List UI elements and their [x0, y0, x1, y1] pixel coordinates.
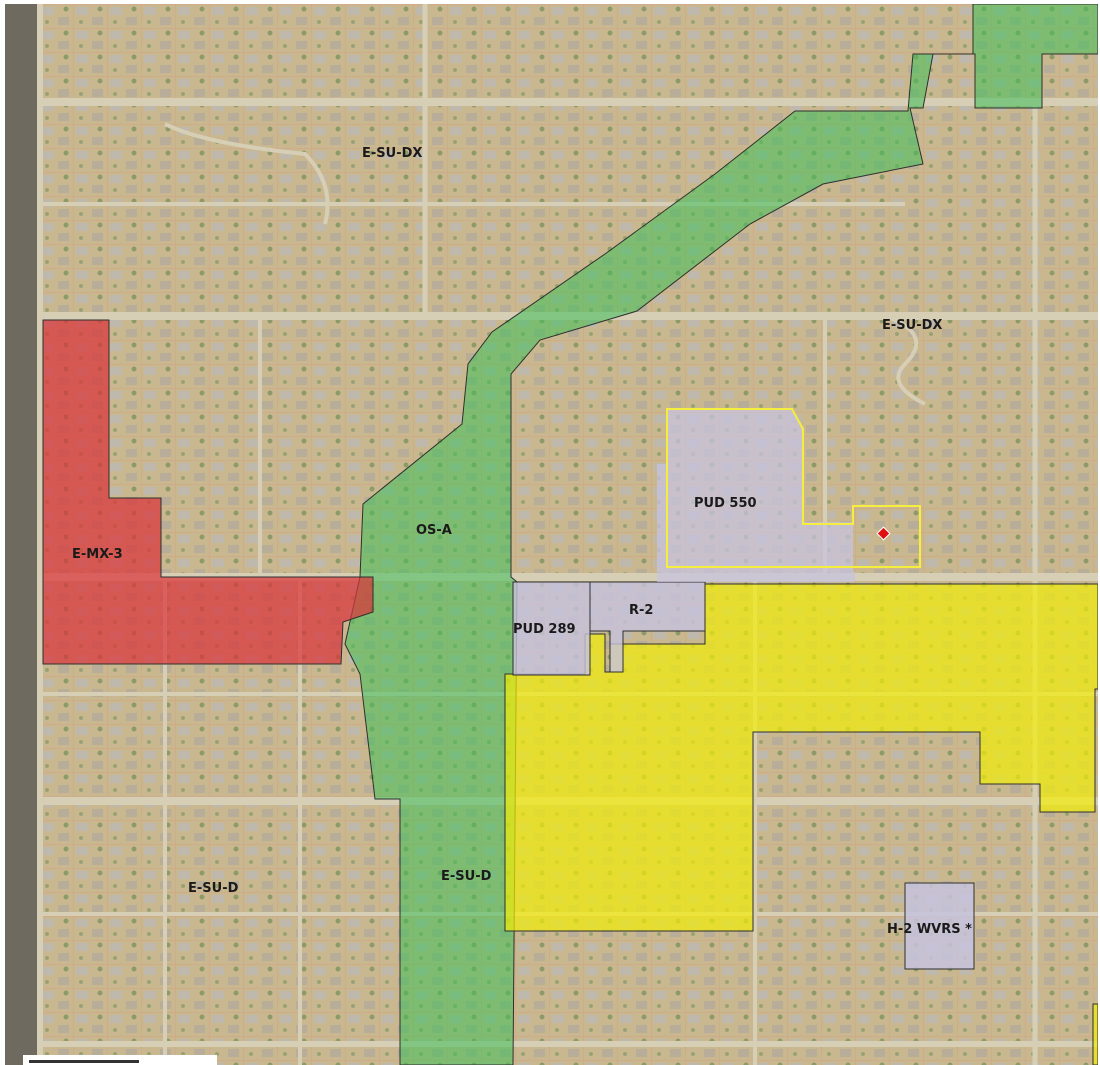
location-marker[interactable]: [876, 526, 891, 541]
zone-pud-289[interactable]: [512, 581, 591, 676]
zone-r-2[interactable]: [589, 581, 706, 673]
scale-bar: [23, 1055, 217, 1065]
zone-pud-550-boundary[interactable]: [666, 408, 921, 568]
zone-pud-550-fill: [657, 409, 855, 582]
label-pud-289: PUD 289: [513, 622, 576, 637]
label-e-su-d-west: E-SU-D: [188, 881, 239, 896]
label-e-mx-3: E-MX-3: [72, 547, 123, 562]
label-e-su-d-center: E-SU-D: [441, 869, 492, 884]
zone-h-2-wvrs[interactable]: [904, 882, 975, 970]
zoning-districts: [42, 4, 1098, 1065]
zone-e-su-d-yellow[interactable]: [504, 583, 1098, 932]
zoning-map[interactable]: E-SU-DX E-SU-DX E-MX-3 OS-A PUD 550 PUD …: [5, 4, 1098, 1065]
zone-e-mx-3[interactable]: [42, 319, 374, 665]
label-os-a: OS-A: [416, 523, 452, 538]
label-pud-550: PUD 550: [694, 496, 757, 511]
zone-sliver: [1092, 1003, 1098, 1065]
label-h-2-wvrs: H-2 WVRS *: [887, 922, 972, 937]
label-e-su-dx-north: E-SU-DX: [362, 146, 422, 161]
label-e-su-dx-east: E-SU-DX: [882, 318, 942, 333]
label-r-2: R-2: [629, 603, 653, 618]
